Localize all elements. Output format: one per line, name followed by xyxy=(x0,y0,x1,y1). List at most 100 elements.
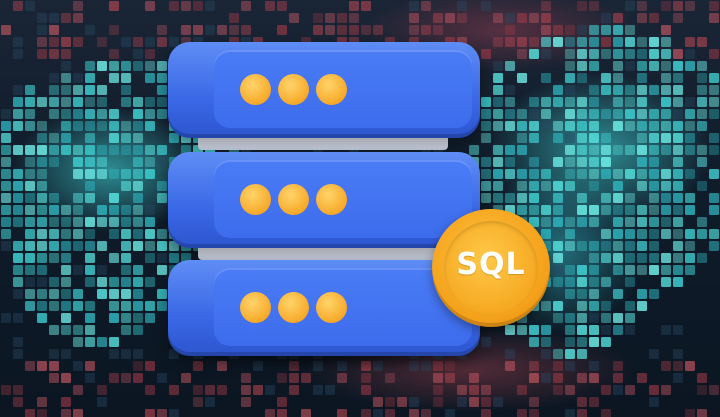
background-cube xyxy=(121,349,131,359)
background-cube xyxy=(289,373,299,383)
background-cube xyxy=(85,181,95,191)
background-cube xyxy=(109,277,119,287)
background-cube xyxy=(13,349,23,359)
background-cube xyxy=(349,1,359,11)
background-cube xyxy=(685,133,695,143)
background-cube xyxy=(25,289,35,299)
background-cube xyxy=(649,133,659,143)
background-cube xyxy=(685,229,695,239)
background-cube xyxy=(1,121,11,131)
background-cube xyxy=(637,37,647,47)
background-cube xyxy=(145,97,155,107)
background-cube xyxy=(685,1,695,11)
background-cube xyxy=(505,85,515,95)
background-cube xyxy=(505,145,515,155)
background-cube xyxy=(85,325,95,335)
background-cube xyxy=(565,61,575,71)
background-cube xyxy=(25,97,35,107)
background-cube xyxy=(85,217,95,227)
background-cube xyxy=(673,325,683,335)
background-cube xyxy=(577,25,587,35)
background-cube xyxy=(601,133,611,143)
background-cube xyxy=(505,37,515,47)
background-cube xyxy=(49,241,59,251)
background-cube xyxy=(589,289,599,299)
background-cube xyxy=(589,61,599,71)
background-cube xyxy=(589,37,599,47)
background-cube xyxy=(181,25,191,35)
background-cube xyxy=(529,121,539,131)
background-cube xyxy=(49,145,59,155)
background-cube xyxy=(121,61,131,71)
background-cube xyxy=(553,181,563,191)
background-cube xyxy=(565,265,575,275)
background-cube xyxy=(625,193,635,203)
background-cube xyxy=(493,61,503,71)
background-cube xyxy=(685,409,695,417)
background-cube xyxy=(97,85,107,95)
background-cube xyxy=(109,1,119,11)
background-cube xyxy=(481,157,491,167)
background-cube xyxy=(541,229,551,239)
background-cube xyxy=(361,409,371,417)
background-cube xyxy=(481,49,491,59)
background-cube xyxy=(13,385,23,395)
background-cube xyxy=(61,325,71,335)
background-cube xyxy=(529,409,539,417)
background-cube xyxy=(337,409,347,417)
background-cube xyxy=(409,13,419,23)
server-joint-bottom xyxy=(198,244,448,260)
background-cube xyxy=(85,265,95,275)
background-cube xyxy=(121,229,131,239)
background-cube xyxy=(97,157,107,167)
background-cube xyxy=(37,289,47,299)
background-cube xyxy=(361,373,371,383)
background-cube xyxy=(265,1,275,11)
background-cube xyxy=(37,145,47,155)
background-cube xyxy=(61,85,71,95)
background-cube xyxy=(577,37,587,47)
background-cube xyxy=(565,289,575,299)
background-cube xyxy=(613,37,623,47)
background-cube xyxy=(181,1,191,11)
background-cube xyxy=(133,49,143,59)
background-cube xyxy=(13,253,23,263)
background-cube xyxy=(37,253,47,263)
background-cube xyxy=(625,61,635,71)
background-cube xyxy=(589,373,599,383)
background-cube xyxy=(553,265,563,275)
background-cube xyxy=(409,397,419,407)
background-cube xyxy=(577,169,587,179)
background-cube xyxy=(49,253,59,263)
background-cube xyxy=(73,325,83,335)
background-cube xyxy=(277,409,287,417)
background-cube xyxy=(1,145,11,155)
background-cube xyxy=(505,25,515,35)
background-cube xyxy=(1,157,11,167)
background-cube xyxy=(85,313,95,323)
background-cube xyxy=(481,385,491,395)
background-cube xyxy=(373,25,383,35)
background-cube xyxy=(625,49,635,59)
background-cube xyxy=(49,277,59,287)
background-cube xyxy=(133,349,143,359)
background-cube xyxy=(637,49,647,59)
background-cube xyxy=(697,157,707,167)
background-cube xyxy=(349,13,359,23)
background-cube xyxy=(25,253,35,263)
background-cube xyxy=(565,109,575,119)
background-cube xyxy=(553,157,563,167)
background-cube xyxy=(709,241,719,251)
background-cube xyxy=(13,121,23,131)
background-cube xyxy=(481,133,491,143)
background-cube xyxy=(121,205,131,215)
background-cube xyxy=(661,25,671,35)
background-cube xyxy=(157,265,167,275)
background-cube xyxy=(445,13,455,23)
background-cube xyxy=(13,205,23,215)
background-cube xyxy=(637,157,647,167)
background-cube xyxy=(73,37,83,47)
background-cube xyxy=(241,373,251,383)
background-cube xyxy=(661,325,671,335)
background-cube xyxy=(577,193,587,203)
